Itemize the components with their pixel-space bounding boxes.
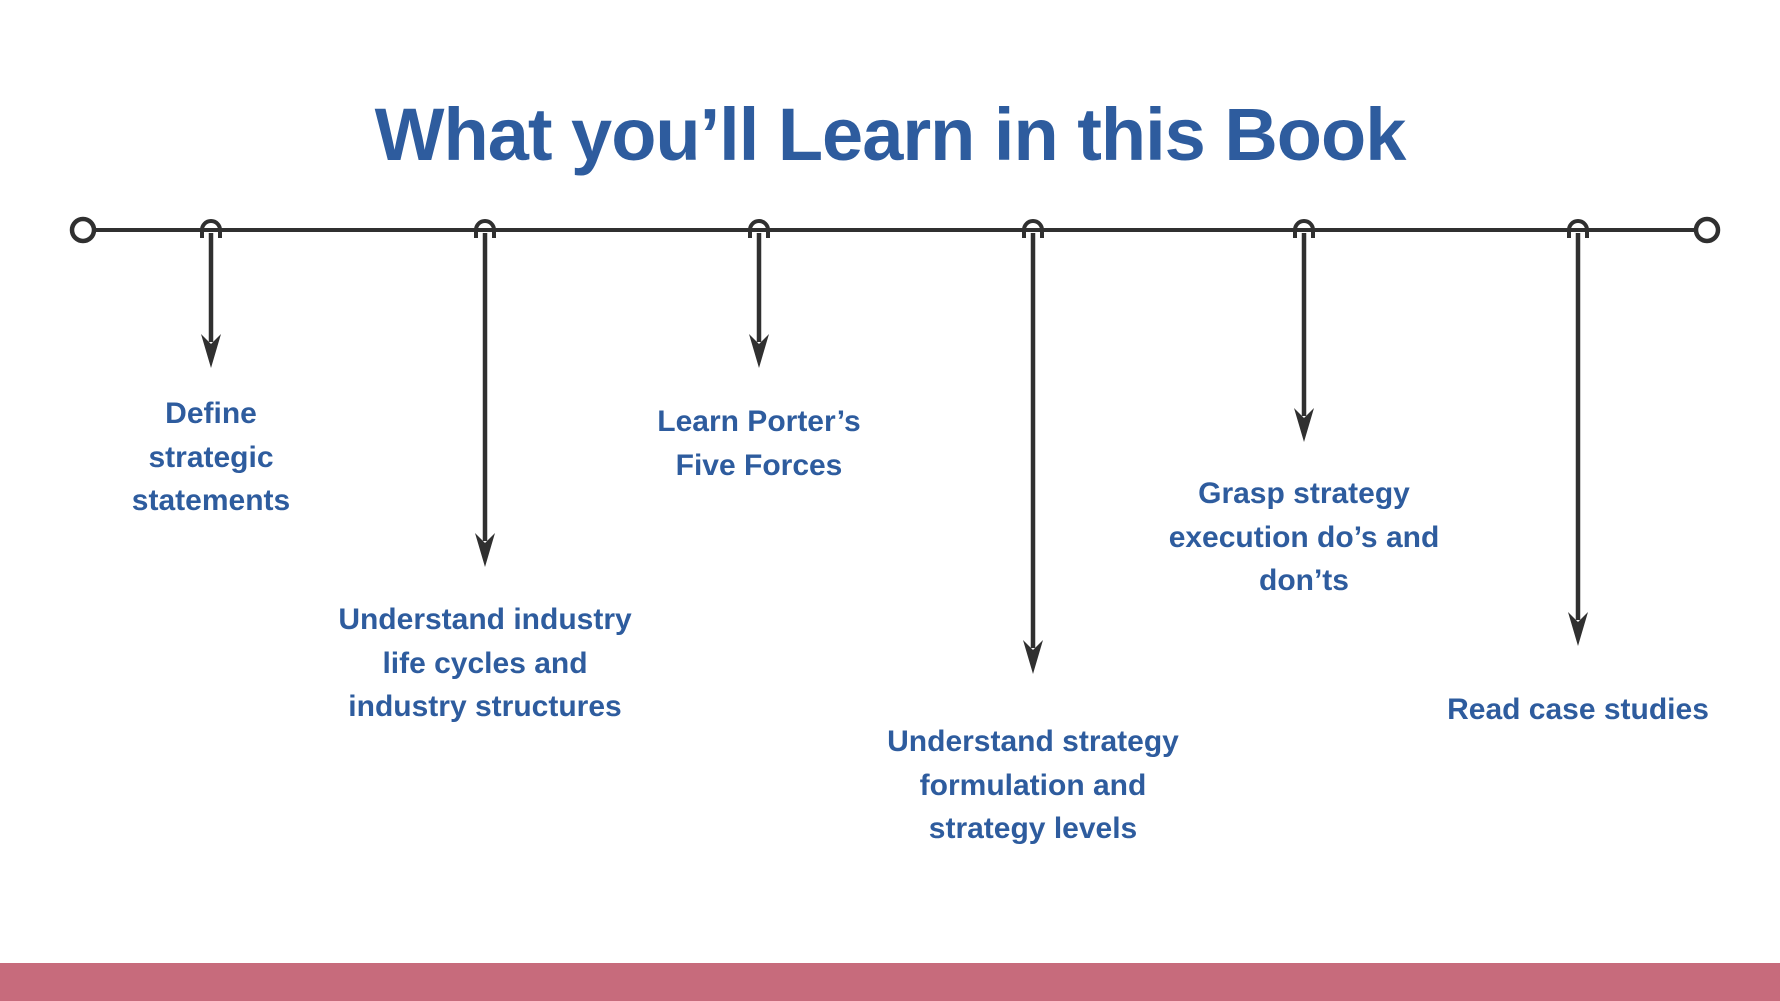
item-label-porters-five-forces: Learn Porter’s Five Forces	[657, 405, 861, 482]
hook-icon	[748, 219, 770, 238]
item-label-strategy-execution: Grasp strategy execution do’s and don’ts	[1168, 477, 1440, 597]
hook-icon	[1293, 219, 1315, 238]
arrowhead-icon	[1294, 408, 1314, 442]
arrowhead-icon	[201, 334, 221, 368]
hook-icon	[200, 219, 222, 238]
page-title: What you’ll Learn in this Book	[374, 92, 1407, 176]
item-label-define-strategic-statements: Define strategic statements	[131, 397, 291, 517]
hook-icon	[474, 219, 496, 238]
hook-icon	[1567, 219, 1589, 238]
arrow-2	[474, 219, 496, 567]
arrowhead-icon	[1023, 640, 1043, 674]
arrow-4	[1022, 219, 1044, 674]
arrowhead-icon	[1568, 612, 1588, 646]
timeline-left-endpoint-circle	[69, 216, 97, 244]
item-label-industry-life-cycles: Understand industry life cycles and indu…	[338, 603, 632, 723]
arrow-1	[200, 219, 222, 368]
arrow-3	[748, 219, 770, 368]
footer-accent-bar	[0, 963, 1780, 1001]
item-label-read-case-studies: Read case studies	[1447, 693, 1709, 726]
arrow-5	[1293, 219, 1315, 442]
item-label-strategy-formulation: Understand strategy formulation and stra…	[887, 725, 1179, 845]
arrowhead-icon	[749, 334, 769, 368]
hook-icon	[1022, 219, 1044, 238]
timeline-right-endpoint-circle	[1693, 216, 1721, 244]
arrowhead-icon	[475, 533, 495, 567]
arrow-6	[1567, 219, 1589, 646]
